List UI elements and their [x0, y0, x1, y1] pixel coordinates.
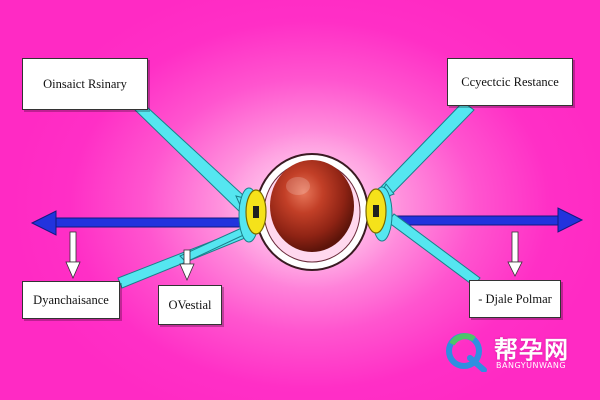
q-logo-icon — [446, 333, 487, 372]
connector-top-left — [132, 106, 256, 216]
marker-right — [507, 231, 523, 277]
label-bottom-left: Dyanchaisance — [22, 281, 120, 319]
core-highlight — [286, 177, 310, 195]
watermark-subtitle: BANGYUNWANG — [496, 361, 567, 370]
label-bottom-middle-text: OVestial — [168, 297, 212, 312]
label-bottom-middle: OVestial — [158, 285, 222, 325]
watermark-title: 帮孕网 — [494, 336, 569, 364]
right-arrowhead — [557, 207, 584, 233]
label-top-right: Ccyectcic Restance — [447, 58, 573, 106]
connector-top-right — [376, 101, 475, 201]
watermark: 帮孕网 BANGYUNWANG — [444, 330, 594, 376]
left-clip — [238, 187, 267, 243]
left-arrowhead — [30, 210, 57, 236]
marker-middle — [179, 249, 195, 281]
horizontal-axis-arrow — [30, 207, 584, 236]
label-top-left: Oinsaict Rsinary — [22, 58, 148, 110]
label-top-left-text: Oinsaict Rsinary — [43, 76, 127, 91]
label-bottom-left-text: Dyanchaisance — [33, 292, 109, 307]
core-sphere — [270, 160, 354, 252]
right-clip — [365, 186, 393, 242]
label-top-right-text: Ccyectcic Restance — [461, 74, 559, 89]
marker-left — [65, 231, 81, 279]
label-bottom-right: - Djale Polmar — [469, 280, 561, 318]
label-bottom-right-text: - Djale Polmar — [478, 291, 552, 306]
